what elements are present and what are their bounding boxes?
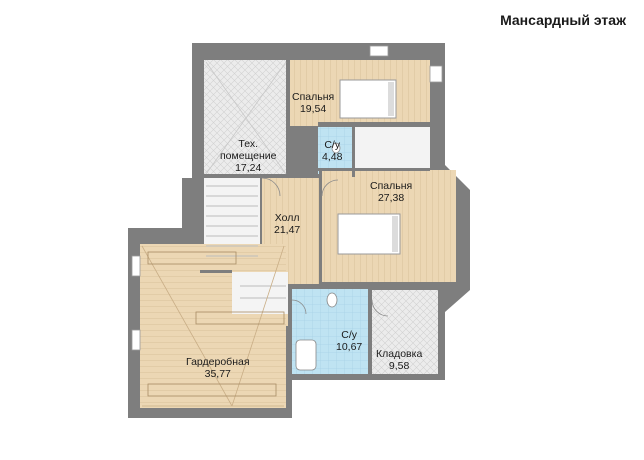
- bed-icon-2: [337, 213, 401, 255]
- room-label-storage: Кладовка 9,58: [376, 348, 422, 372]
- room-area: 19,54: [299, 103, 327, 115]
- room-label-bedroom-1: Спальня 19,54: [292, 91, 334, 115]
- room-name: Гардеробная: [186, 356, 250, 368]
- room-name: С/у: [341, 329, 358, 341]
- room-area: 10,67: [336, 341, 363, 353]
- tech-room-cross: [205, 61, 287, 175]
- room-label-wardrobe: Гардеробная 35,77: [186, 356, 250, 380]
- room-area: 9,58: [388, 360, 410, 372]
- interior-walls: [200, 60, 438, 378]
- room-name: Холл: [274, 212, 300, 224]
- wardrobe-floor: [140, 244, 286, 408]
- stair-lower: [232, 272, 288, 314]
- room-area: 17,24: [235, 162, 262, 174]
- room-label-bedroom-2: Спальня 27,38: [370, 180, 412, 204]
- room-name: Спальня: [292, 91, 335, 103]
- room-name: С/у: [324, 139, 341, 151]
- storage-floor: [372, 290, 438, 374]
- room-area: 27,38: [377, 192, 405, 204]
- room-label-wc-small: С/у 4,48: [322, 139, 342, 163]
- room-label-hall: Холл 21,47: [274, 212, 300, 236]
- wardrobe-slopes: [141, 245, 285, 407]
- stairs: [206, 185, 286, 299]
- room-name: Спальня: [370, 180, 413, 192]
- room-name-line2: помещение: [220, 150, 277, 162]
- room-floors: [140, 60, 456, 408]
- toilet-icon: [295, 142, 341, 371]
- room-area: 21,47: [274, 224, 301, 236]
- room-label-wc-large: С/у 10,67: [336, 329, 362, 353]
- room-name: Кладовка: [376, 348, 423, 360]
- doors: [261, 177, 389, 317]
- room-area: 35,77: [204, 368, 231, 380]
- floor-title: Мансардный этаж: [500, 12, 626, 28]
- room-label-tech: Тех. помещение 17,24: [220, 138, 276, 174]
- room-area: 4,48: [322, 151, 343, 163]
- bedroom-2-floor: [354, 127, 430, 169]
- bed-icon-1: [339, 79, 397, 119]
- windows: [131, 45, 443, 351]
- room-name-line1: Тех.: [238, 138, 259, 150]
